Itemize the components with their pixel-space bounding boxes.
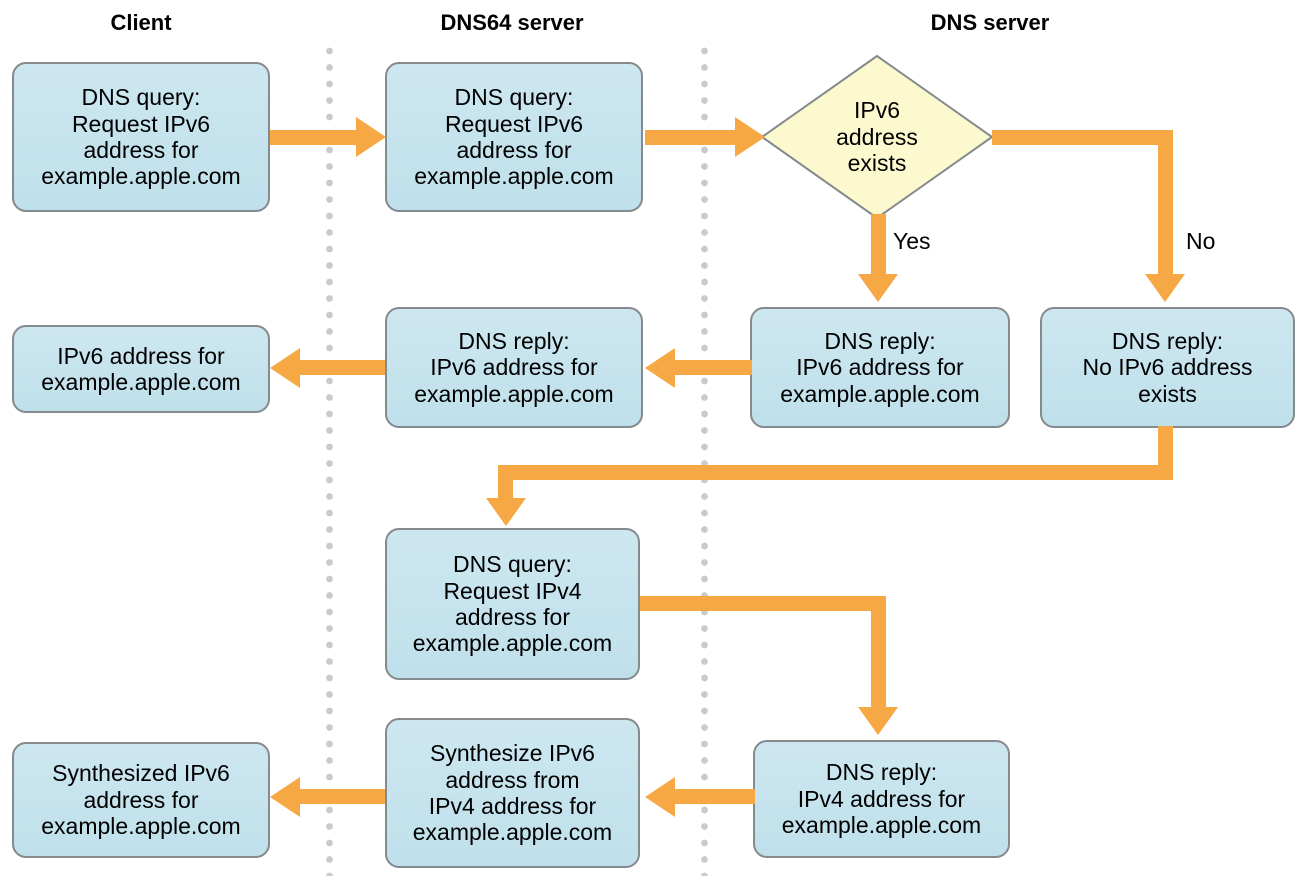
node-dns64-reply-ipv6: DNS reply: IPv6 address for example.appl… bbox=[385, 307, 643, 428]
arrow-head bbox=[645, 348, 675, 388]
decision-label: IPv6 address exists bbox=[836, 97, 918, 177]
arrow-head bbox=[858, 707, 898, 735]
arrow-shaft bbox=[871, 596, 886, 709]
column-header-client: Client bbox=[110, 10, 172, 35]
arrow-shaft bbox=[270, 130, 358, 145]
node-client-synthesized-ipv6: Synthesized IPv6 address for example.app… bbox=[12, 742, 270, 858]
arrow-head bbox=[735, 117, 765, 157]
arrow-shaft bbox=[298, 360, 385, 375]
arrow-shaft bbox=[498, 478, 513, 500]
arrow-shaft bbox=[871, 214, 886, 276]
arrow-head bbox=[270, 348, 300, 388]
arrow-shaft bbox=[992, 130, 1173, 145]
edge-label-no: No bbox=[1186, 228, 1216, 254]
edge-label-yes: Yes bbox=[893, 228, 931, 254]
arrow-shaft bbox=[673, 789, 755, 804]
arrow-shaft bbox=[1158, 130, 1173, 276]
node-dns-reply-ipv6: DNS reply: IPv6 address for example.appl… bbox=[750, 307, 1010, 428]
arrow-head bbox=[858, 274, 898, 302]
node-client-ipv6-address: IPv6 address for example.apple.com bbox=[12, 325, 270, 413]
node-dns64-ipv6-query: DNS query: Request IPv6 address for exam… bbox=[385, 62, 643, 212]
column-header-dns-server: DNS server bbox=[930, 10, 1050, 35]
arrow-head bbox=[270, 777, 300, 817]
arrow-shaft bbox=[645, 130, 737, 145]
arrow-shaft bbox=[298, 789, 385, 804]
column-header-dns64-server: DNS64 server bbox=[440, 10, 584, 35]
node-dns64-synthesize: Synthesize IPv6 address from IPv4 addres… bbox=[385, 718, 640, 868]
arrow-head bbox=[486, 498, 526, 526]
arrow-shaft bbox=[640, 596, 886, 611]
column-separator-2 bbox=[701, 46, 708, 876]
arrow-shaft bbox=[673, 360, 752, 375]
arrow-shaft bbox=[498, 465, 1173, 480]
node-decision-ipv6-exists: IPv6 address exists bbox=[760, 54, 994, 220]
node-dns-reply-no-ipv6: DNS reply: No IPv6 address exists bbox=[1040, 307, 1295, 428]
node-dns64-ipv4-query: DNS query: Request IPv4 address for exam… bbox=[385, 528, 640, 680]
column-separator-1 bbox=[326, 46, 333, 876]
node-dns-reply-ipv4: DNS reply: IPv4 address for example.appl… bbox=[753, 740, 1010, 858]
arrow-head bbox=[1145, 274, 1185, 302]
arrow-head bbox=[356, 117, 386, 157]
arrow-head bbox=[645, 777, 675, 817]
node-client-ipv6-query: DNS query: Request IPv6 address for exam… bbox=[12, 62, 270, 212]
